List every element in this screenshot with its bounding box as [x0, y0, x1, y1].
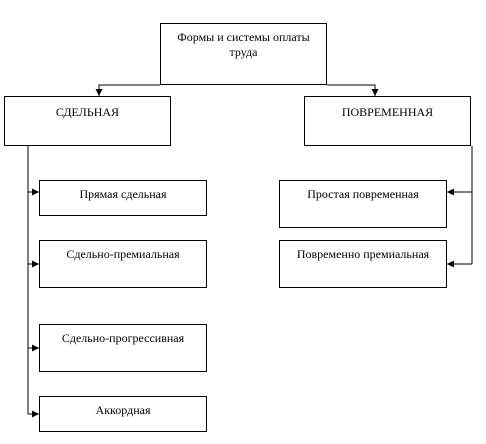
timework-child-label: Повременно премиальная	[296, 247, 430, 261]
timework-child-label: Простая повременная	[307, 187, 419, 201]
piecework-child-label: Прямая сдельная	[79, 187, 167, 201]
root-to-piece-arrow	[95, 84, 160, 96]
piecework-child-box: Аккордная	[39, 396, 207, 432]
piecework-child-box: Прямая сдельная	[39, 180, 207, 216]
timework-child-box: Повременно премиальная	[279, 240, 447, 288]
piecework-child-label: Аккордная	[95, 403, 151, 417]
root-node-label: Формы и системы оплаты труда	[177, 30, 310, 59]
piecework-child-label: Сдельно-премиальная	[66, 247, 180, 261]
piecework-node-box: СДЕЛЬНАЯ	[4, 96, 171, 146]
piecework-node-label: СДЕЛЬНАЯ	[55, 105, 120, 119]
root-node-box: Формы и системы оплаты труда	[160, 23, 327, 85]
timework-child-box: Простая повременная	[279, 180, 447, 228]
piecework-child-label: Сдельно-прогрессивная	[61, 331, 185, 345]
piecework-child-box: Сдельно-премиальная	[39, 240, 207, 288]
timework-node-label: ПОВРЕМЕННАЯ	[341, 105, 434, 119]
root-to-time-arrow	[327, 84, 379, 96]
timework-node-box: ПОВРЕМЕННАЯ	[304, 96, 471, 146]
piecework-child-box: Сдельно-прогрессивная	[39, 324, 207, 372]
